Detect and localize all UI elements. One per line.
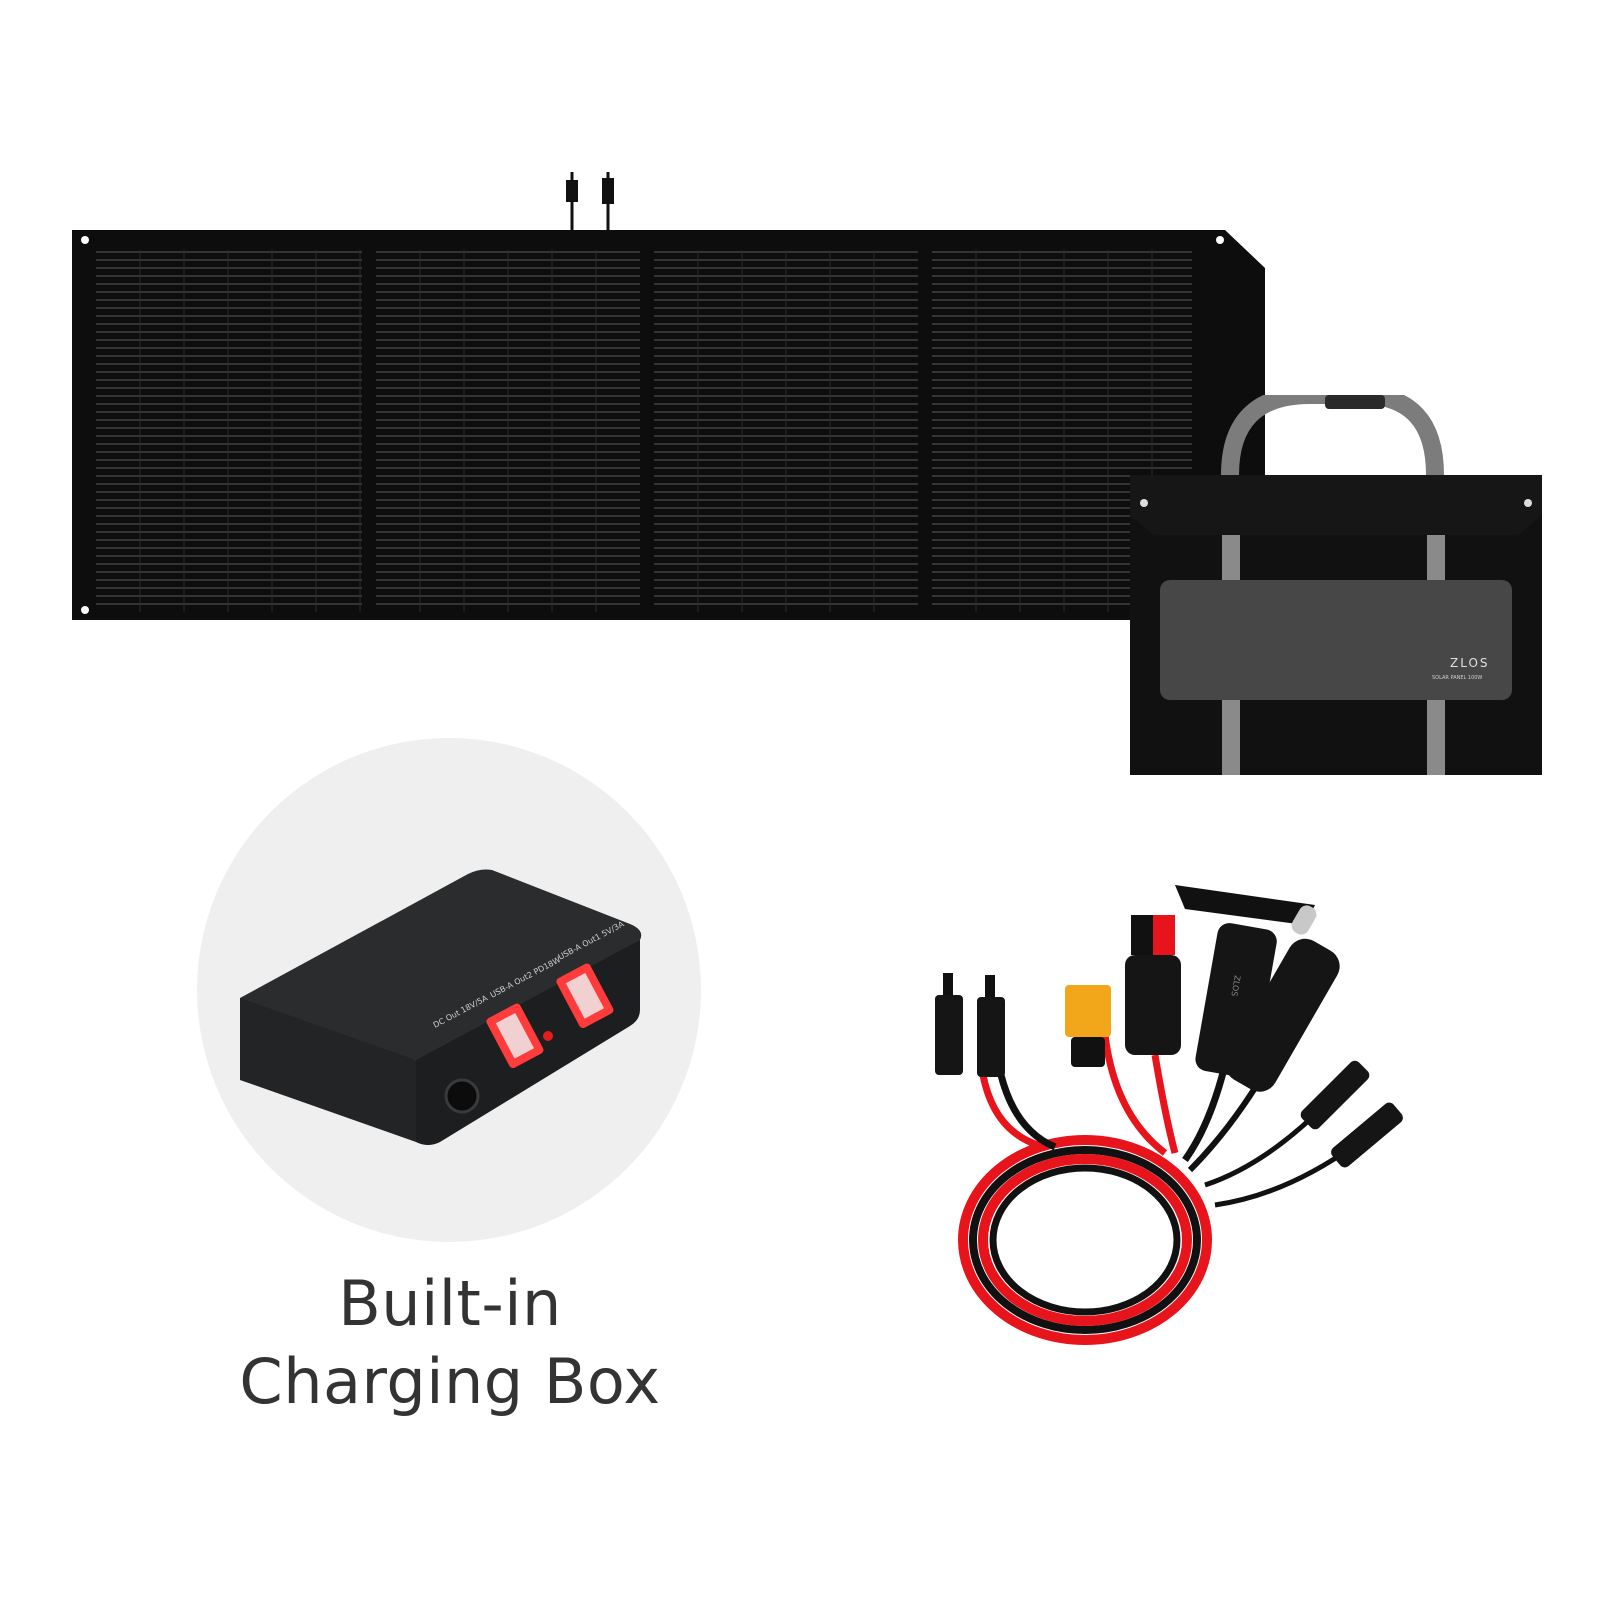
caption-line-1: Built-in (338, 1267, 562, 1340)
bag-handle (1221, 395, 1444, 555)
caption-line-2: Charging Box (239, 1345, 661, 1418)
cable-brand-label: ZLOS (1229, 975, 1242, 997)
cable-set-image: ZLOS (935, 885, 1403, 1345)
solar-panel-image (72, 172, 1265, 620)
panel-body (72, 230, 1265, 620)
bag-model-label: SOLAR PANEL 100W (1432, 675, 1482, 681)
charging-box-image: DC Out 18V/5A USB-A Out2 PD18W USB-A Out… (240, 869, 642, 1145)
mc4-connector-icon (935, 973, 1005, 1077)
xt60-connector-icon (1065, 985, 1111, 1067)
bag-brand-label: ZLOS (1450, 656, 1490, 670)
car-socket-plug-icon (1225, 905, 1340, 1092)
mc4-lead-connectors (566, 172, 614, 237)
dc-barrel-plug-icon (1300, 1060, 1403, 1168)
solar-cell-grid (96, 250, 1192, 612)
feature-caption: Built-in Charging Box (150, 1265, 750, 1421)
anderson-connector-icon (1125, 915, 1181, 1055)
bag-flap (1160, 580, 1512, 700)
folded-panel-bag-image: ZLOS SOLAR PANEL 100W (1130, 395, 1542, 775)
